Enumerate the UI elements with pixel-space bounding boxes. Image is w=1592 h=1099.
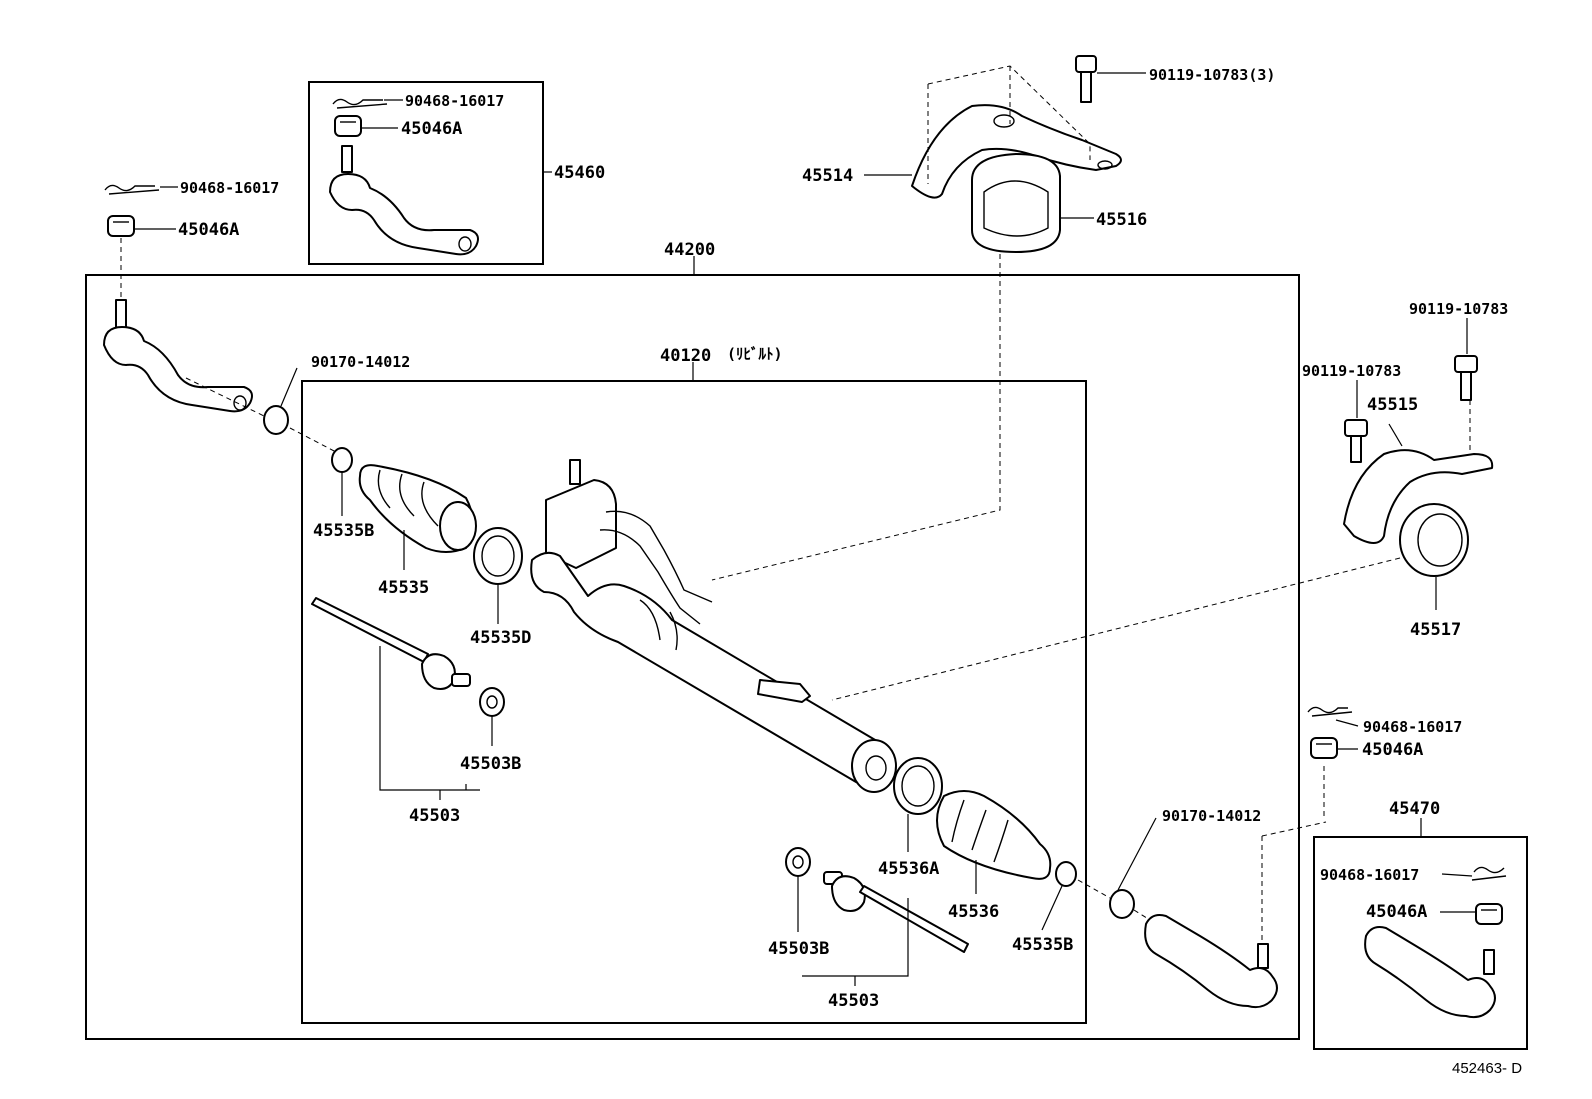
bracket-45515-icon	[1343, 449, 1494, 544]
lock-nut-left-icon	[263, 405, 289, 435]
label-45535d: 45535D	[470, 628, 531, 648]
lock-washer-45503b-right-icon	[785, 847, 811, 877]
label-45046a-left: 45046A	[178, 220, 239, 240]
label-45046a-kit: 45046A	[401, 119, 462, 139]
flange-bolt-right-icon	[1454, 355, 1478, 401]
label-45515: 45515	[1367, 395, 1418, 415]
boot-45535-icon	[358, 464, 477, 553]
label-45046a-kit-45470: 45046A	[1366, 902, 1427, 922]
label-45470: 45470	[1389, 799, 1440, 819]
label-45535b-left: 45535B	[313, 521, 374, 541]
assembly-frame-44200	[85, 274, 1300, 1040]
label-45536a: 45536A	[878, 859, 939, 879]
label-45516: 45516	[1096, 210, 1147, 230]
bushing-45517-icon	[1399, 503, 1469, 577]
cotter-pin-kit-icon	[332, 98, 388, 109]
label-90468-right: 90468-16017	[1363, 718, 1462, 736]
castle-nut-kit-45470-icon	[1475, 903, 1503, 925]
label-44200: 44200	[664, 240, 715, 260]
inner-tie-rod-left-icon	[311, 597, 471, 690]
tie-rod-end-right-icon	[1144, 914, 1278, 1009]
boot-clamp-45536a-icon	[893, 757, 943, 815]
label-90468-left: 90468-16017	[180, 179, 279, 197]
label-90468-kit-45470: 90468-16017	[1320, 866, 1419, 884]
boot-45536-icon	[936, 790, 1052, 880]
label-45460: 45460	[554, 163, 605, 183]
clip-45535b-left-icon	[331, 447, 353, 473]
lock-nut-right-icon	[1109, 889, 1135, 919]
lock-washer-45503b-left-icon	[479, 687, 505, 717]
bushing-45516-icon	[971, 153, 1061, 253]
tie-rod-end-left-icon	[103, 299, 253, 413]
label-90119-right: 90119-10783	[1409, 300, 1508, 318]
label-45503b-right: 45503B	[768, 939, 829, 959]
cotter-pin-kit-45470-icon	[1471, 866, 1507, 881]
label-45517: 45517	[1410, 620, 1461, 640]
label-90119-3: 90119-10783(3)	[1149, 66, 1275, 84]
label-45535: 45535	[378, 578, 429, 598]
label-40120-note: (ﾘﾋﾞﾙﾄ)	[727, 345, 783, 363]
label-40120: 40120	[660, 346, 711, 366]
label-45503-left: 45503	[409, 806, 460, 826]
tie-rod-end-kit-45470-icon	[1364, 926, 1496, 1019]
label-45535b-right: 45535B	[1012, 935, 1073, 955]
label-90119-left: 90119-10783	[1302, 362, 1401, 380]
flange-bolt-top-icon	[1075, 55, 1097, 103]
cotter-pin-right-icon	[1307, 706, 1353, 717]
flange-bolt-left-icon	[1344, 419, 1368, 463]
label-90170-right: 90170-14012	[1162, 807, 1261, 825]
clip-45535b-right-icon	[1055, 861, 1077, 887]
label-90468-kit: 90468-16017	[405, 92, 504, 110]
bracket-45514-icon	[911, 104, 1122, 199]
label-45536: 45536	[948, 902, 999, 922]
reference-code: 452463- D	[1452, 1060, 1522, 1077]
inner-tie-rod-right-icon	[823, 871, 969, 953]
tie-rod-end-kit-icon	[329, 145, 479, 256]
label-90170-left: 90170-14012	[311, 353, 410, 371]
kit-frame-45460	[308, 81, 544, 265]
label-45514: 45514	[802, 166, 853, 186]
label-45503-right: 45503	[828, 991, 879, 1011]
label-45503b-left: 45503B	[460, 754, 521, 774]
boot-clamp-45535d-icon	[473, 527, 523, 585]
assembly-frame-40120	[301, 380, 1087, 1024]
cotter-pin-icon	[104, 184, 160, 195]
label-45046a-right: 45046A	[1362, 740, 1423, 760]
castle-nut-right-icon	[1310, 737, 1338, 759]
castle-nut-kit-icon	[334, 115, 362, 137]
castle-nut-icon	[107, 215, 135, 237]
rack-and-pinion-housing-icon	[530, 459, 897, 793]
